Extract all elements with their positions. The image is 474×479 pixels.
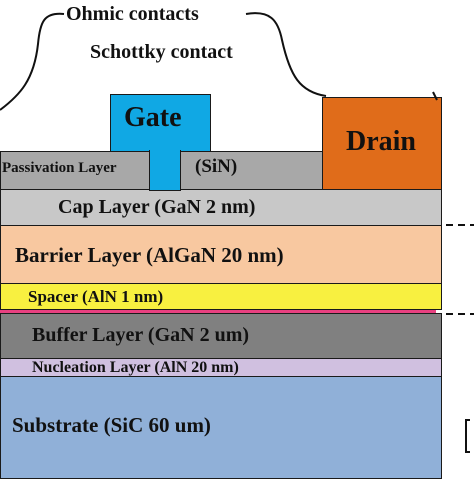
passivation-right bbox=[179, 151, 324, 190]
gate-contact bbox=[110, 94, 211, 152]
buffer-label: Buffer Layer (GaN 2 um) bbox=[32, 324, 250, 346]
substrate-label: Substrate (SiC 60 um) bbox=[12, 413, 211, 437]
gate-stem bbox=[149, 150, 181, 191]
passivation-sin-label: (SiN) bbox=[195, 156, 238, 177]
ohmic-leader-right bbox=[245, 12, 327, 97]
barrier-label: Barrier Layer (AlGaN 20 nm) bbox=[15, 243, 284, 267]
passivation-left bbox=[0, 151, 150, 190]
drain-contact-tick bbox=[432, 91, 438, 101]
passivation-label: Passivation Layer bbox=[2, 160, 117, 176]
schottky-contact-label: Schottky contact bbox=[90, 41, 233, 63]
nucleation-label: Nucleation Layer (AlN 20 nm) bbox=[32, 359, 239, 376]
ohmic-contacts-label: Ohmic contacts bbox=[66, 3, 199, 25]
drain-label: Drain bbox=[346, 126, 416, 157]
gate-label: Gate bbox=[124, 102, 182, 133]
channel-line bbox=[0, 309, 436, 313]
cap-label: Cap Layer (GaN 2 nm) bbox=[58, 196, 256, 218]
spacer-label: Spacer (AlN 1 nm) bbox=[28, 287, 164, 306]
drain-contact bbox=[322, 97, 442, 190]
side-bracket bbox=[465, 419, 470, 453]
ohmic-leader-left bbox=[0, 12, 65, 111]
buffer-layer bbox=[0, 313, 442, 359]
substrate-layer bbox=[0, 375, 442, 479]
